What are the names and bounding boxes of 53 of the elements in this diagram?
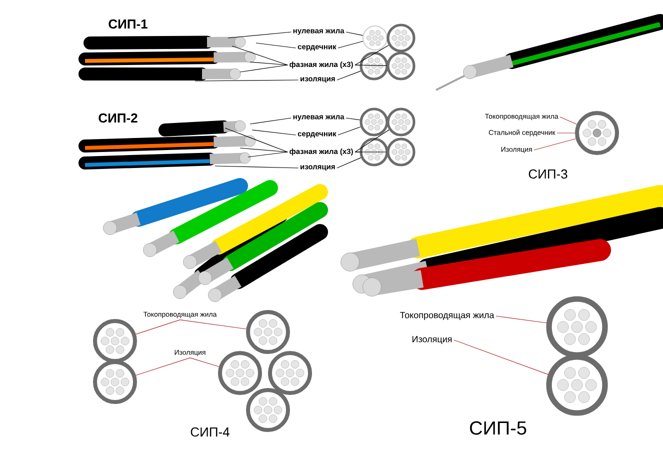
cable-cross-section — [575, 111, 619, 155]
leader-line — [194, 80, 299, 82]
leader-line — [224, 128, 288, 152]
cable-cross-section — [546, 354, 608, 416]
cable-cross-section — [360, 52, 388, 80]
cable-type-title: СИП-3 — [528, 169, 568, 179]
leader-line — [256, 42, 296, 48]
leader-line — [232, 46, 288, 66]
leader-line — [496, 316, 547, 324]
leader-line — [248, 152, 288, 158]
leader-line — [534, 138, 576, 150]
leader-line — [454, 340, 548, 375]
leader-line — [336, 70, 361, 80]
cable-cross-section — [360, 108, 388, 136]
callout-label: Токопроводящая жила — [400, 312, 494, 320]
cable-cross-section — [360, 138, 388, 166]
leader-line — [240, 148, 288, 152]
leader-line — [346, 32, 364, 36]
leader-line — [136, 358, 190, 376]
leader-line — [560, 116, 578, 125]
leader-line — [354, 44, 389, 66]
cable-type-title: СИП-2 — [98, 113, 138, 123]
cable-cross-section — [386, 138, 416, 166]
callout-label: Изоляция — [412, 336, 452, 344]
cable-cross-section — [93, 360, 137, 404]
leader-line — [136, 320, 180, 334]
leader-line — [214, 166, 299, 168]
leader-line — [252, 130, 296, 136]
cable-type-title: СИП-5 — [470, 421, 526, 435]
cable-cross-section — [93, 319, 137, 363]
leader-line — [180, 320, 247, 330]
leader-line — [336, 157, 362, 168]
leader-line — [338, 40, 364, 48]
leader-line — [250, 118, 292, 124]
leader-line — [240, 64, 288, 72]
leader-line — [228, 32, 292, 38]
cable-type-title: СИП-1 — [108, 19, 148, 29]
cable-type-title: СИП-4 — [190, 427, 230, 437]
leader-line — [354, 64, 387, 66]
cable-cross-section — [546, 296, 608, 358]
cable-cross-section — [386, 108, 416, 136]
leader-line — [190, 358, 220, 367]
leader-line — [250, 62, 288, 66]
leader-line — [556, 132, 576, 134]
cable-cross-section — [386, 24, 416, 52]
leader-line — [338, 126, 361, 136]
leader-line — [346, 118, 360, 120]
cable-cross-section — [268, 351, 312, 395]
cable-cross-section — [218, 351, 262, 395]
cable-cross-section — [362, 26, 388, 50]
cable-cross-section — [386, 52, 416, 80]
cable-cross-section — [246, 310, 290, 354]
cable-cross-section — [246, 388, 290, 432]
